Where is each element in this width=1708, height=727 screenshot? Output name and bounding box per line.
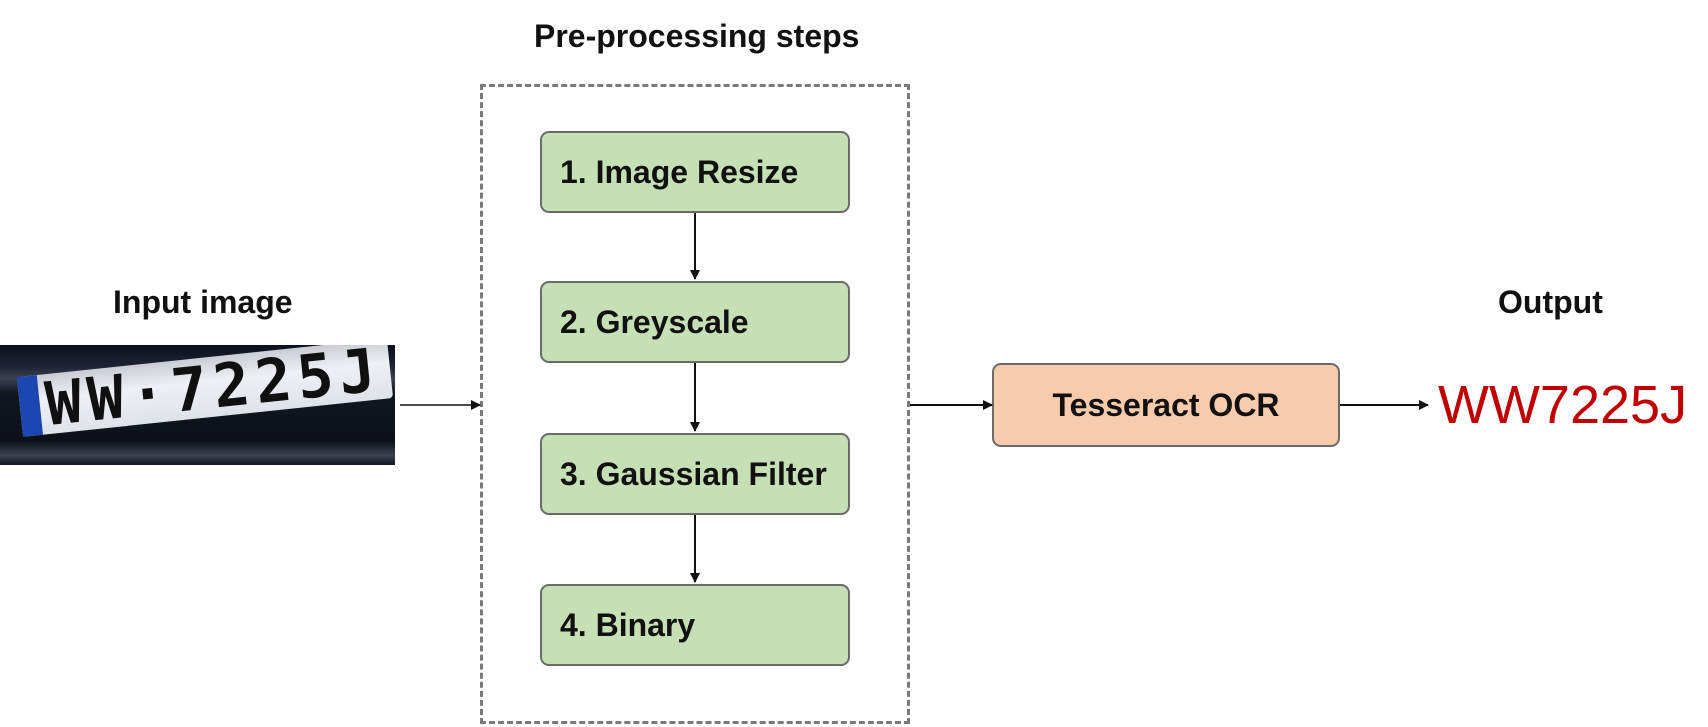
tesseract-ocr-box: Tesseract OCR <box>992 363 1340 447</box>
step-image-resize: 1. Image Resize <box>540 131 850 213</box>
output-value: WW7225J <box>1438 375 1688 435</box>
license-plate-image: WW·7225J <box>0 345 395 465</box>
preprocessing-heading: Pre-processing steps <box>534 18 860 54</box>
preprocessing-group <box>480 84 910 724</box>
step-greyscale: 2. Greyscale <box>540 281 850 363</box>
step-gaussian-filter: 3. Gaussian Filter <box>540 433 850 515</box>
output-heading: Output <box>1498 284 1603 320</box>
input-image-heading: Input image <box>113 284 293 320</box>
step-binary: 4. Binary <box>540 584 850 666</box>
